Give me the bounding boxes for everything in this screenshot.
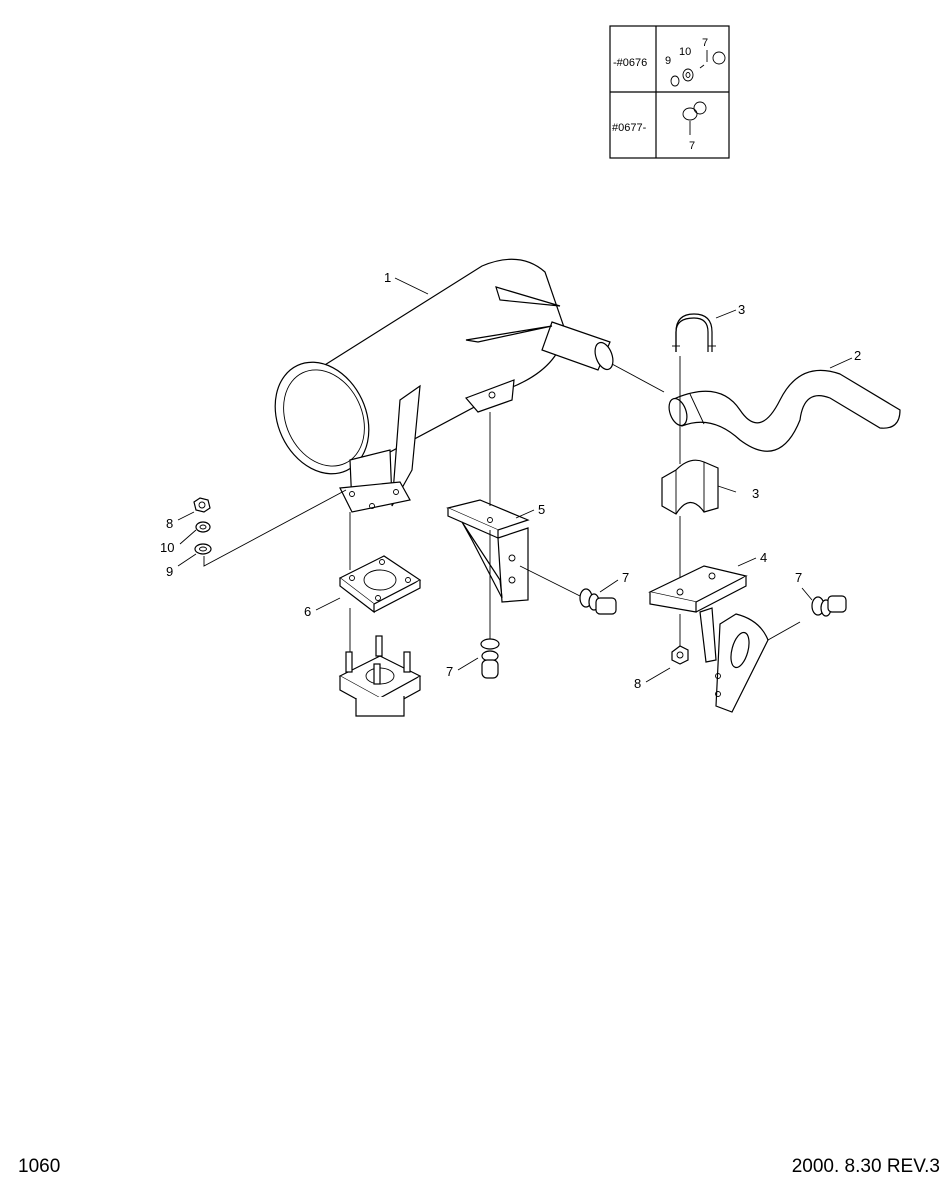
flange-nut — [193, 497, 211, 513]
callout-bolt-muffler-bracket: 7 — [446, 664, 453, 679]
inset-row1-label-lockwasher: 10 — [679, 46, 691, 58]
tail-pipe — [668, 369, 901, 452]
callout-bolt-right: 7 — [795, 570, 802, 585]
clamp-nut — [671, 645, 689, 665]
inset-row1-label-bolt: 7 — [702, 37, 708, 49]
revision-date: 2000. 8.30 REV.3 — [791, 1156, 940, 1177]
callout-flat-washer: 9 — [166, 564, 173, 579]
callout-muffler-bracket: 5 — [538, 502, 545, 517]
callout-labels: 1 2 3 3 4 5 6 7 7 7 8 8 10 9 — [160, 270, 861, 691]
saddle-clamp — [661, 459, 719, 515]
lock-washer — [195, 521, 211, 533]
gasket — [338, 555, 422, 614]
callout-leaders — [177, 277, 853, 683]
inset-row2-label-bolt: 7 — [689, 140, 695, 152]
muffler — [274, 258, 614, 513]
serial-inset-table: -#0676 #0677- 9 10 7 7 — [609, 25, 730, 159]
callout-gasket: 6 — [304, 604, 311, 619]
inset-serial-label-2: #0677- — [612, 122, 647, 134]
inset-serial-label-1: -#0676 — [613, 57, 647, 69]
callout-bolt-left: 7 — [622, 570, 629, 585]
callout-lock-washer: 10 — [160, 540, 174, 555]
callout-saddle-clamp: 3 — [752, 486, 759, 501]
bolt-bracket-left — [579, 588, 617, 615]
callout-u-bolt: 3 — [738, 302, 745, 317]
tail-pipe-bracket — [648, 565, 769, 713]
callout-tail-pipe-bracket: 4 — [760, 550, 767, 565]
bolt-bracket-right — [811, 595, 847, 617]
manifold-flange — [338, 635, 422, 717]
inset-row1-label-washer: 9 — [665, 55, 671, 67]
page-number: 1060 — [18, 1156, 61, 1177]
u-bolt — [672, 313, 716, 352]
bolt-muffler-bracket — [480, 638, 500, 679]
callout-muffler: 1 — [384, 270, 391, 285]
muffler-bracket — [446, 499, 530, 603]
callout-clamp-nut: 8 — [634, 676, 641, 691]
callout-tail-pipe: 2 — [854, 348, 861, 363]
callout-flange-nut: 8 — [166, 516, 173, 531]
flat-washer — [194, 543, 212, 555]
